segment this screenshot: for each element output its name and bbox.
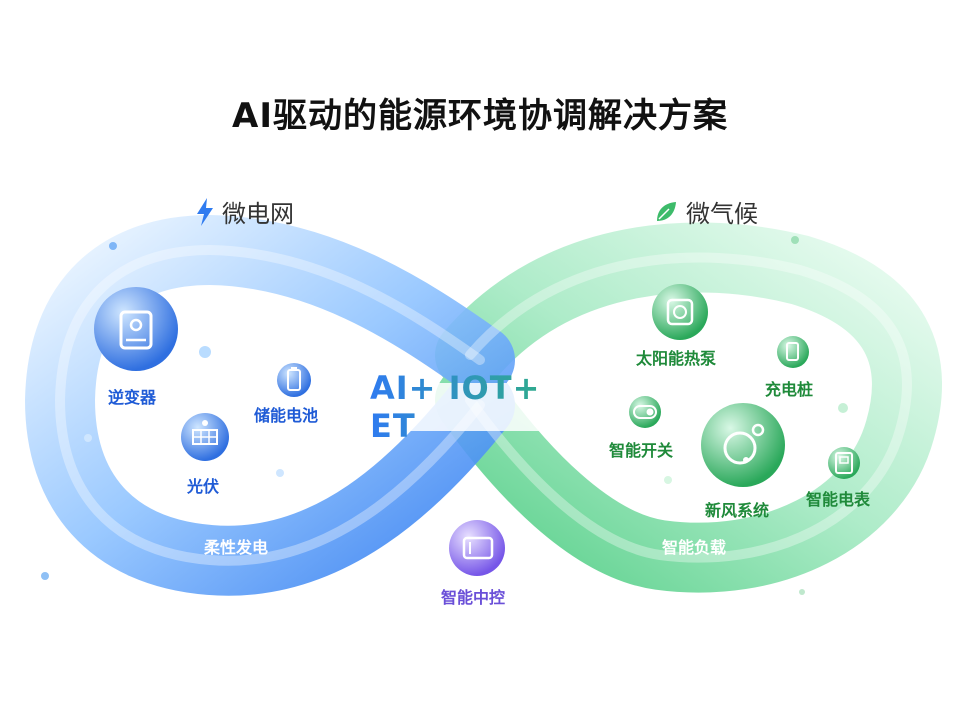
- decor-dot: [109, 242, 117, 250]
- switch-icon: [629, 396, 661, 428]
- label-fresh-air: 新风系统: [705, 501, 770, 520]
- page-title: AI驱动的能源环境协调解决方案: [232, 96, 728, 136]
- fresh-air-icon: [701, 403, 785, 487]
- lightning-icon: [196, 197, 214, 226]
- center-badge: AI+ IOT+ ET: [370, 369, 588, 445]
- label-battery: 储能电池: [254, 406, 319, 425]
- decor-dot: [799, 589, 805, 595]
- decor-dot: [276, 469, 284, 477]
- center-badge-bg: [370, 383, 588, 431]
- label-smart-load: 智能负载: [662, 538, 727, 557]
- decor-dot: [664, 476, 672, 484]
- section-microclimate: 微气候: [654, 194, 758, 229]
- label-inverter: 逆变器: [108, 388, 157, 407]
- label-solar-heat-pump: 太阳能热泵: [636, 349, 717, 368]
- solar-panel-icon: [181, 413, 229, 461]
- section-microgrid: 微电网: [196, 194, 294, 229]
- section-microgrid-label: 微电网: [222, 200, 294, 228]
- blue-loop: [24, 214, 515, 596]
- label-central-control: 智能中控: [441, 588, 506, 607]
- heat-pump-icon: [652, 284, 708, 340]
- label-flexible-generation: 柔性发电: [204, 538, 269, 557]
- inverter-icon: [94, 287, 178, 371]
- center-badge-text: AI+ IOT+ ET: [370, 369, 588, 445]
- decor-dot: [199, 346, 211, 358]
- decor-dot: [84, 434, 92, 442]
- leaf-icon: [654, 200, 678, 224]
- label-smart-meter: 智能电表: [806, 490, 871, 509]
- meter-icon: [828, 447, 860, 479]
- label-smart-switch: 智能开关: [609, 441, 674, 460]
- green-loop: [435, 222, 942, 593]
- charger-icon: [777, 336, 809, 368]
- decor-dot: [791, 236, 799, 244]
- decor-dot: [838, 403, 848, 413]
- label-charger: 充电桩: [765, 380, 814, 399]
- section-microclimate-label: 微气候: [686, 200, 758, 228]
- decor-dot: [41, 572, 49, 580]
- central-control-icon: [449, 520, 505, 576]
- label-pv: 光伏: [187, 477, 220, 496]
- battery-icon: [277, 363, 311, 397]
